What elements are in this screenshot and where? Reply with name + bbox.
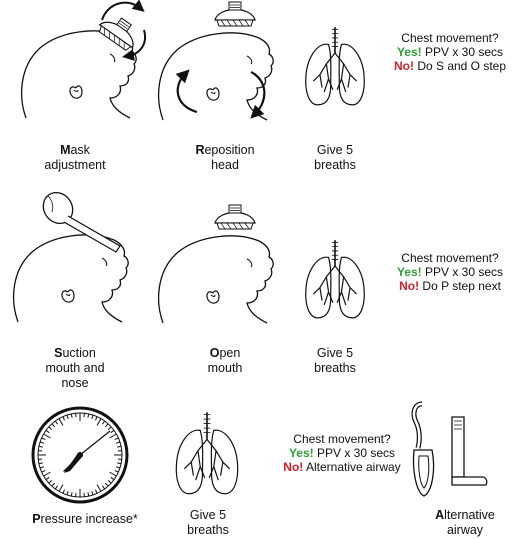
step-caption: Alternative airway — [420, 508, 510, 538]
mask-icon — [215, 2, 255, 26]
mask-icon — [215, 205, 255, 229]
bulb-syringe-icon — [37, 187, 120, 252]
infant-head-icon — [159, 236, 274, 323]
rotate-arrow-icon — [178, 74, 197, 112]
step-caption: Give 5 breaths — [295, 346, 375, 376]
chest-movement-check: Chest movement? Yes! PPV x 30 secs No! D… — [386, 31, 514, 73]
reposition-head-illustration — [155, 0, 285, 130]
step-caption: Mask adjustment — [20, 143, 130, 173]
laryngeal-mask-icon — [410, 400, 440, 500]
chest-movement-check: Chest movement? Yes! PPV x 30 secs No! D… — [386, 251, 514, 293]
step-caption: Give 5 breaths — [168, 508, 248, 538]
chest-movement-check: Chest movement? Yes! PPV x 30 secs No! A… — [278, 432, 406, 474]
step-caption: Suction mouth and nose — [20, 346, 130, 391]
step-caption: Pressure increase* — [10, 512, 160, 527]
step-caption: Open mouth — [175, 346, 275, 376]
lungs-icon — [172, 410, 242, 496]
mask-adjustment-illustration — [10, 0, 160, 130]
step-caption: Give 5 breaths — [295, 143, 375, 173]
lungs-icon — [302, 238, 368, 320]
suction-illustration — [8, 180, 158, 330]
laryngoscope-icon — [442, 415, 492, 495]
lungs-icon — [302, 25, 368, 107]
open-mouth-illustration — [155, 195, 285, 330]
rotate-arrow-icon — [102, 3, 140, 20]
pressure-gauge-icon — [30, 405, 130, 505]
step-caption: Reposition head — [175, 143, 275, 173]
